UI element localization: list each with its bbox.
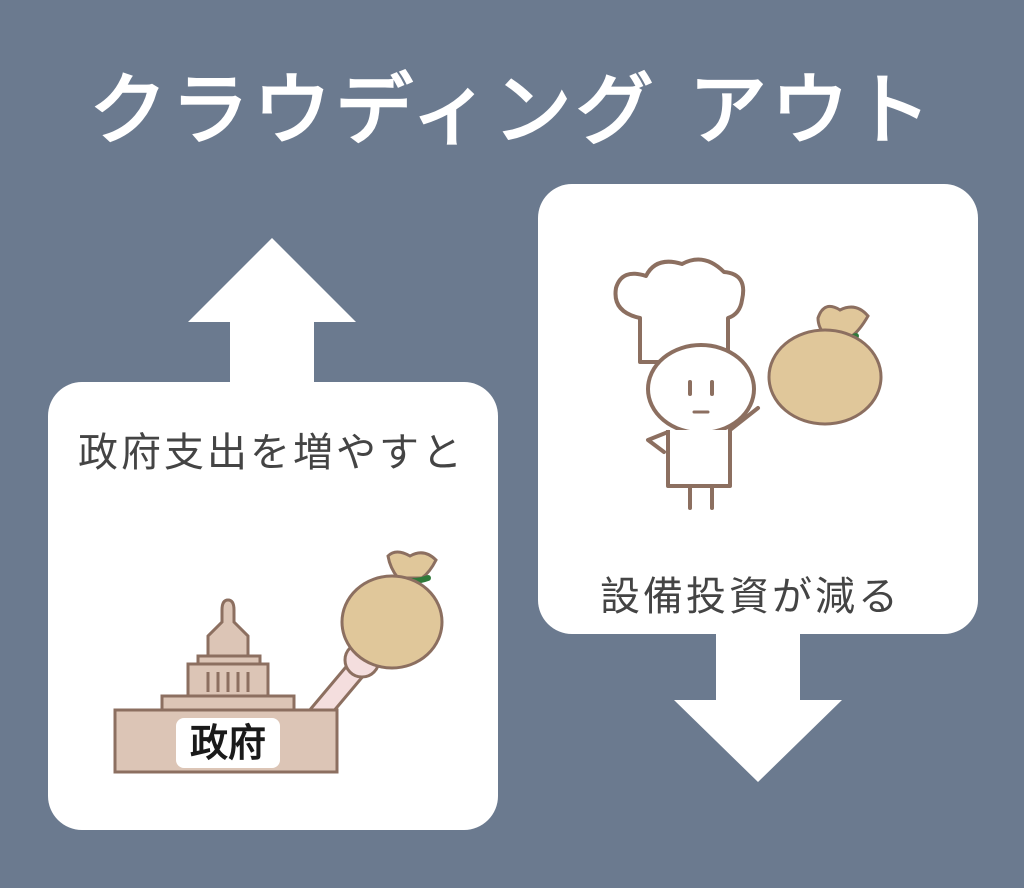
left-panel-caption: 政府支出を増やすと — [78, 430, 465, 476]
government-label: 政府 — [176, 718, 280, 768]
money-bag-icon — [340, 550, 444, 670]
money-bag-icon — [767, 304, 883, 426]
right-panel-caption: 設備投資が減る — [600, 574, 901, 620]
chef-icon — [613, 257, 760, 510]
page-title: クラウディング アウト — [89, 66, 935, 156]
